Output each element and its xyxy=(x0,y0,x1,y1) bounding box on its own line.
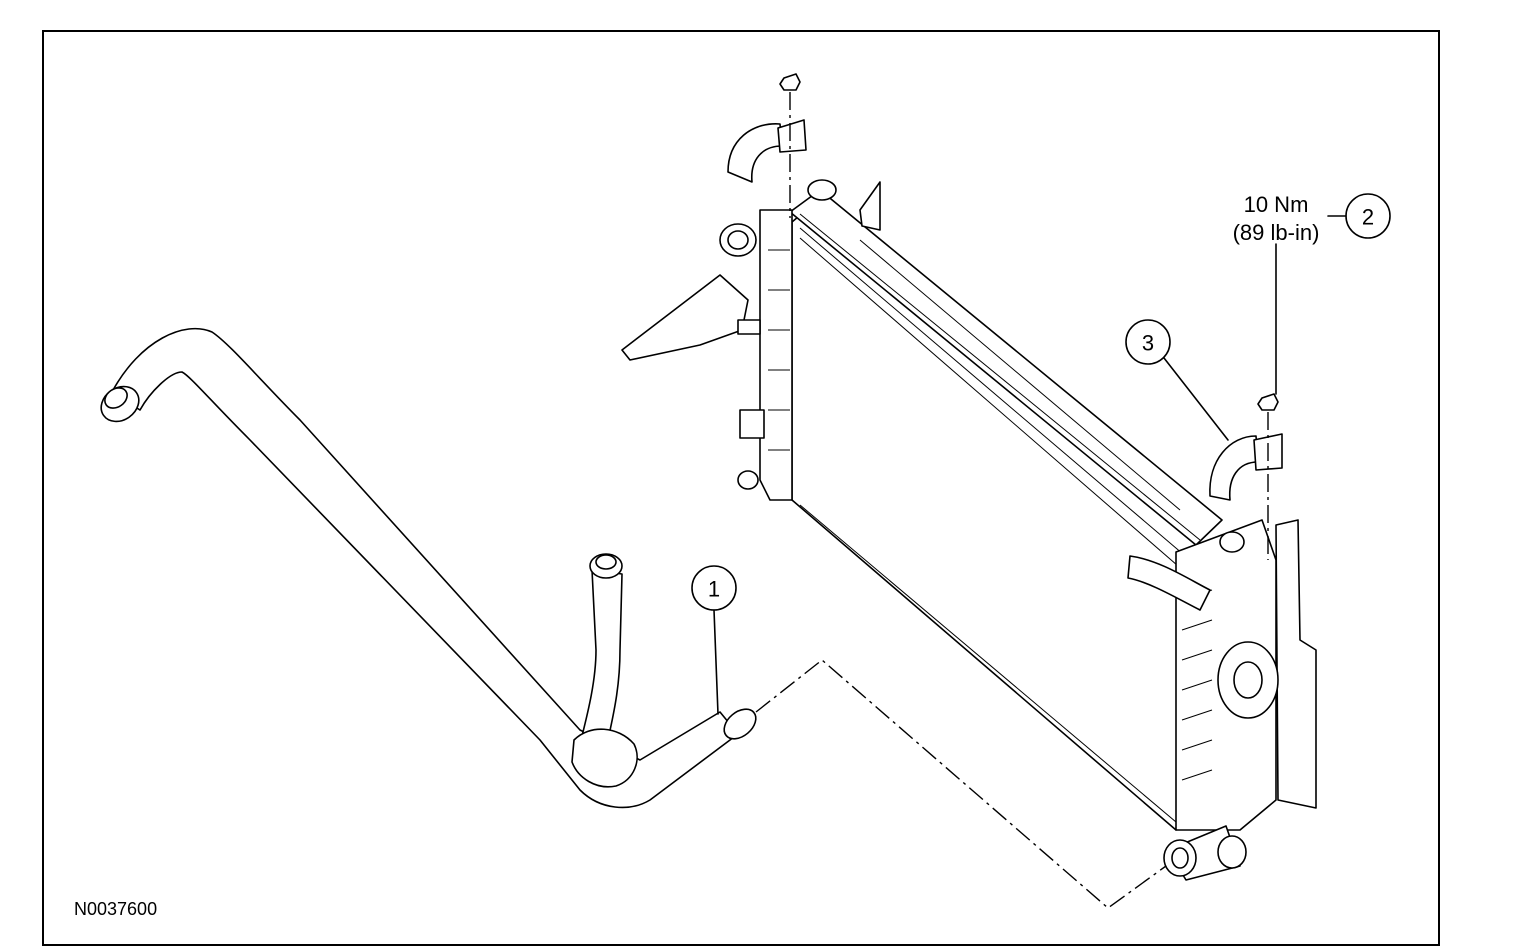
hose-main-run xyxy=(111,327,739,809)
left-mounting-fin xyxy=(621,274,749,361)
callout-1: 1 xyxy=(691,565,737,715)
callout-3-number: 3 xyxy=(1142,331,1154,356)
upper-right-insulator-bracket xyxy=(1209,433,1283,501)
lower-radiator-hose xyxy=(100,327,757,809)
hose-branch xyxy=(581,569,623,741)
radiator-right-upper-fitting xyxy=(1127,555,1211,611)
radiator xyxy=(621,179,1317,881)
bolt-left xyxy=(779,73,801,218)
callout-2: 2 xyxy=(1275,193,1391,395)
hose-radiator-clamp xyxy=(723,708,757,740)
figure-id: N0037600 xyxy=(74,899,157,919)
left-tank-fins xyxy=(768,249,790,451)
torque-spec-metric: 10 Nm xyxy=(1244,192,1309,217)
hose-junction xyxy=(571,728,638,788)
callout-2-number: 2 xyxy=(1362,205,1374,230)
callout-3: 3 xyxy=(1125,319,1229,441)
hose-alignment-line xyxy=(755,659,1167,909)
bolt-right xyxy=(1257,393,1279,560)
radiator-filler-cap xyxy=(807,179,837,201)
radiator-left-tank xyxy=(759,209,793,501)
diagram-frame xyxy=(42,30,1440,946)
torque-spec-imperial: (89 lb-in) xyxy=(1233,220,1320,245)
callout-1-number: 1 xyxy=(708,577,720,602)
radiator-top-rail xyxy=(789,189,1223,546)
radiator-core xyxy=(791,199,1201,831)
radiator-lower-outlet xyxy=(1163,825,1247,881)
upper-left-insulator-bracket xyxy=(727,119,807,183)
